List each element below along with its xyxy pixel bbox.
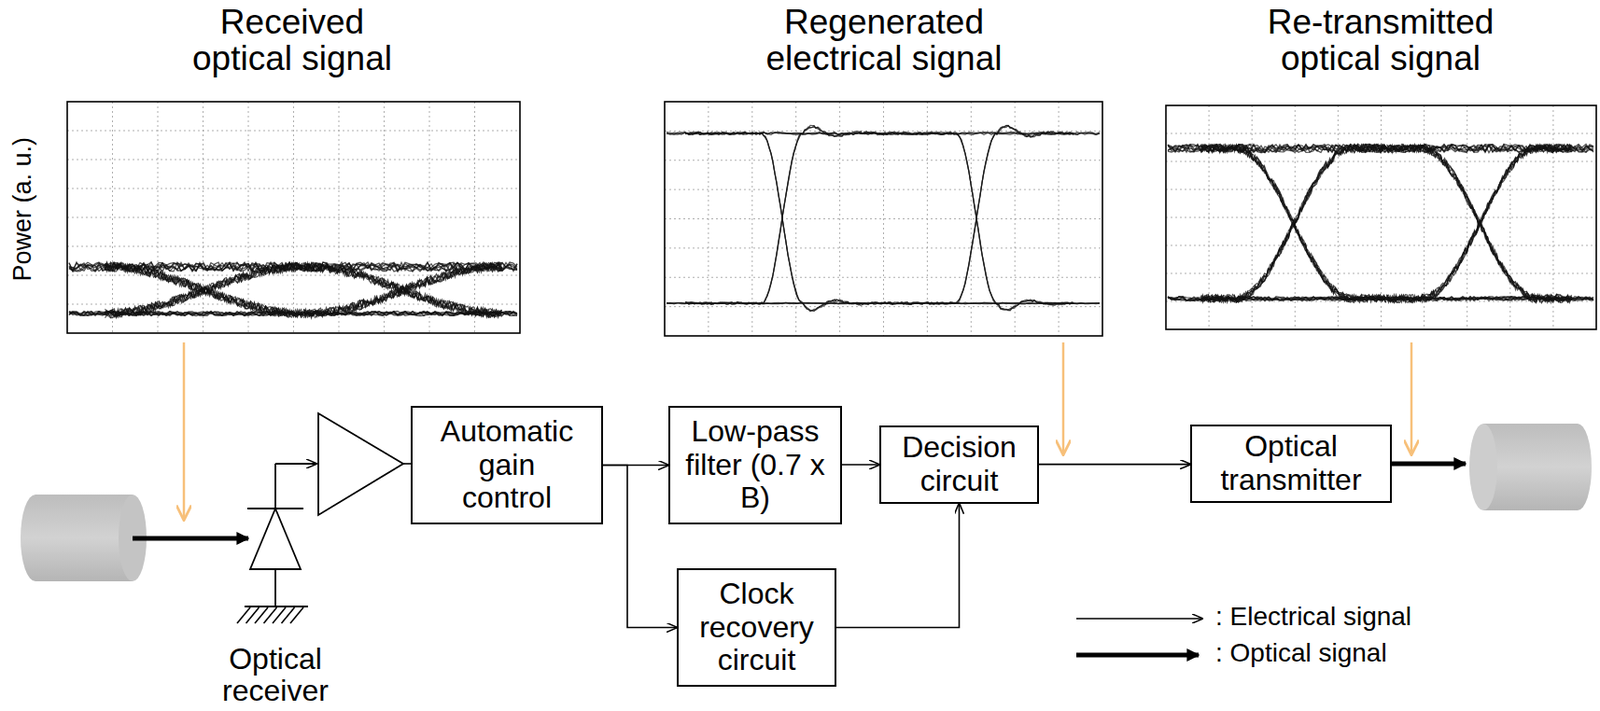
legend-text: : Electrical signal: [1215, 602, 1412, 632]
process-box: Decision circuit: [879, 425, 1039, 505]
eye-grid: [67, 101, 1597, 337]
process-box: Automatic gain control: [410, 406, 604, 525]
legend-sample-line: [1076, 653, 1199, 659]
optical-fiber: [1469, 423, 1592, 511]
legend-text: : Optical signal: [1215, 638, 1388, 669]
optical-signal-arrow: [132, 536, 249, 542]
process-box: Low-pass filter (0.7 x B): [668, 406, 843, 525]
optical-signal-arrow: [1391, 462, 1466, 467]
pointer-arrow: [182, 342, 186, 520]
eye-panel: [664, 101, 1103, 337]
box-label: Low-pass filter (0.7 x B): [684, 415, 827, 516]
signal-connector: [842, 463, 880, 466]
optical-fiber: [20, 494, 147, 582]
caption-label: Regenerated electrical signal: [734, 4, 1034, 78]
process-box: Clock recovery circuit: [676, 568, 837, 688]
amplifier-symbol: [318, 413, 404, 516]
box-label: Clock recovery circuit: [690, 577, 824, 678]
caption-label: Re-transmitted optical signal: [1240, 4, 1521, 78]
caption-label: Received optical signal: [166, 4, 419, 78]
eye-panel: [67, 101, 520, 334]
box-label: Automatic gain control: [430, 415, 585, 516]
legend-sample-line: [1076, 617, 1203, 620]
axis-label: Power (a. u.): [9, 115, 36, 303]
box-label: Decision circuit: [889, 431, 1030, 499]
box-label: Optical transmitter: [1201, 430, 1381, 498]
eye-diagram-traces: [69, 125, 1594, 319]
wire: [403, 463, 411, 465]
eye-panel: [1165, 105, 1597, 330]
caption-label: Optical receiver: [205, 644, 346, 707]
signal-connector: [1038, 463, 1191, 466]
process-box: Optical transmitter: [1190, 424, 1392, 504]
signal-connector: [836, 504, 960, 629]
photodiode-symbol: [237, 463, 317, 624]
pointer-arrow: [1410, 342, 1414, 454]
signal-connector: [603, 465, 677, 629]
pointer-arrow: [1062, 342, 1066, 454]
